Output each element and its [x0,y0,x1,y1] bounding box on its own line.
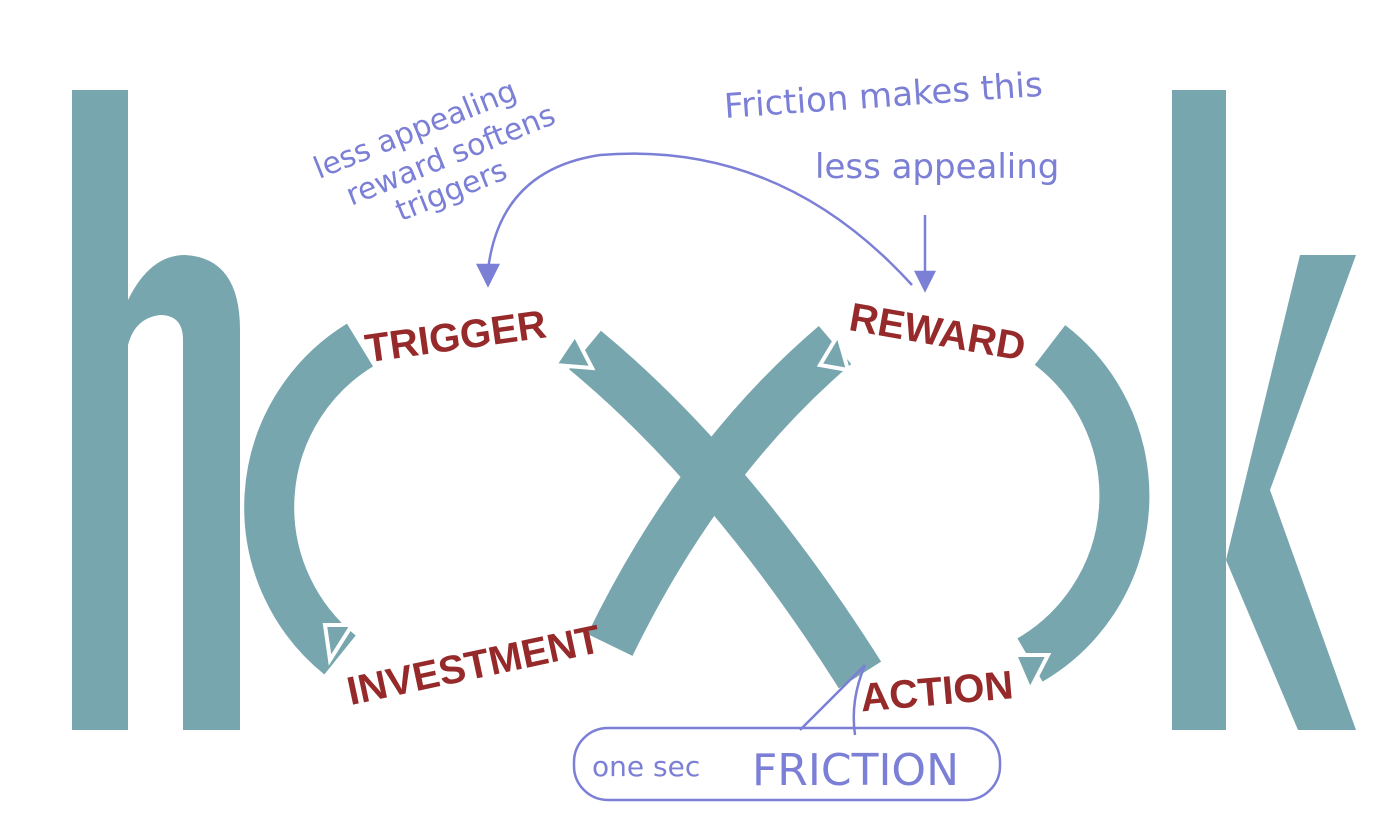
arrow-icon [551,331,596,371]
infinity-loop [244,323,1150,689]
cross-stroke-up [587,325,852,656]
left-loop-arc [244,323,374,675]
label-trigger: TRIGGER [362,302,549,371]
letter-k [1172,90,1356,730]
friction-large-text: FRICTION [752,745,959,796]
letter-h [72,90,240,730]
arrow-icon [816,330,851,373]
pen-annotations [475,152,1002,802]
label-investment: INVESTMENT [343,617,604,714]
right-note-line-1: Friction makes this [723,65,1044,127]
feedback-arrow-curve [486,152,913,286]
arrowheads [322,330,1052,695]
arrow-icon [322,623,356,666]
right-loop-arc [1017,325,1150,682]
friction-small-text: one sec [592,750,700,783]
arrow-icon [1011,653,1052,695]
label-action: ACTION [859,663,1016,720]
arrow-icon [475,263,501,288]
right-note-line-2: less appealing [815,147,1059,187]
label-reward: REWARD [846,295,1029,369]
arrow-icon [913,270,937,293]
friction-box [572,726,1002,802]
